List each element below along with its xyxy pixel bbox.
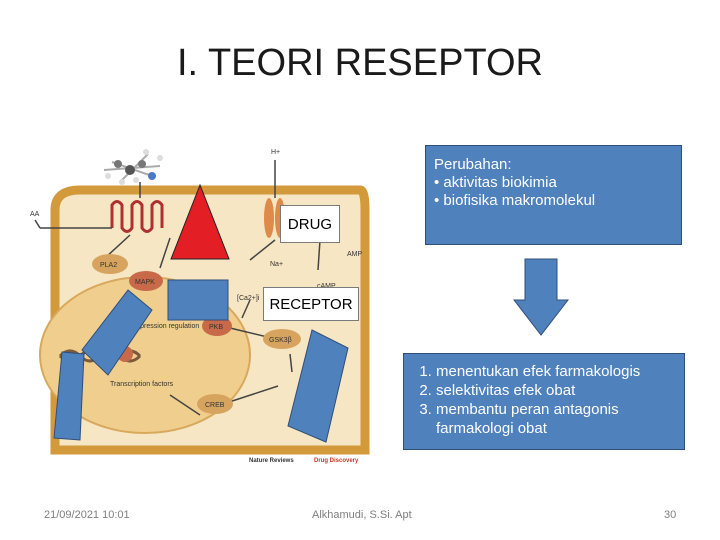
expression-regulation-label: Expression regulation [132,323,199,330]
drug-label: DRUG [280,205,340,243]
ca2-label: [Ca2+]i [237,295,260,302]
uses-item: membantu peran antagonis farmakologi oba… [436,400,678,438]
ion-channel [264,198,274,238]
figure-credit-journal: Drug Discovery [314,458,359,464]
page-number: 30 [664,509,677,521]
slide-title: I. TEORI RESEPTOR [176,42,543,84]
receptor-shape-bottom-left [53,351,85,441]
camp-label: cAMP [317,283,336,290]
effect-heading: Perubahan: [434,156,512,173]
receptor-shape-center [167,279,229,321]
pkb-label: PKB [209,324,223,331]
uses-item: menentukan efek farmakologis [436,362,678,381]
h-plus-label: H+ [271,149,280,156]
drug-triangle [170,183,230,260]
ligand-molecule [103,149,163,185]
pla2-node [92,254,128,274]
gpcr-receptor-coil [110,200,164,233]
creb-node [197,394,233,414]
effect-box: Perubahan: • aktivitas biokimia • biofis… [425,145,682,245]
pkb-node [202,316,232,336]
na-plus-label: Na+ [270,261,283,268]
effect-item: • aktivitas biokimia [434,174,557,191]
footer-date: 21/09/2021 10:01 [44,509,130,521]
effect-item: • biofisika makromolekul [434,192,596,209]
amp-label: AMP [347,251,363,258]
aa-label: AA [30,211,40,218]
receptor-label: RECEPTOR [263,287,359,321]
mapk-label: MAPK [135,279,155,286]
transcription-factors-label: Transcription factors [110,381,174,388]
gsk3b-label: GSK3β [269,337,292,344]
cell-signaling-figure: AA H+ Na+ AMP cAMP PLA2 MAPK [Ca2+]i PKB… [30,149,370,464]
receptor-shape-left [81,289,153,376]
down-arrow-icon [513,258,569,336]
uses-item: selektivitas efek obat [436,381,678,400]
uses-list: menentukan efek farmakologis selektivita… [410,362,678,438]
mapk-node [129,271,163,291]
pla2-label: PLA2 [100,262,117,269]
figure-credit-source: Nature Reviews [249,458,294,464]
uses-box: menentukan efek farmakologis selektivita… [403,353,685,450]
receptor-shape-right [287,329,349,443]
gsk3b-node [263,329,301,349]
creb-label: CREB [205,402,225,409]
footer-author: Alkhamudi, S.Si. Apt [312,509,412,521]
